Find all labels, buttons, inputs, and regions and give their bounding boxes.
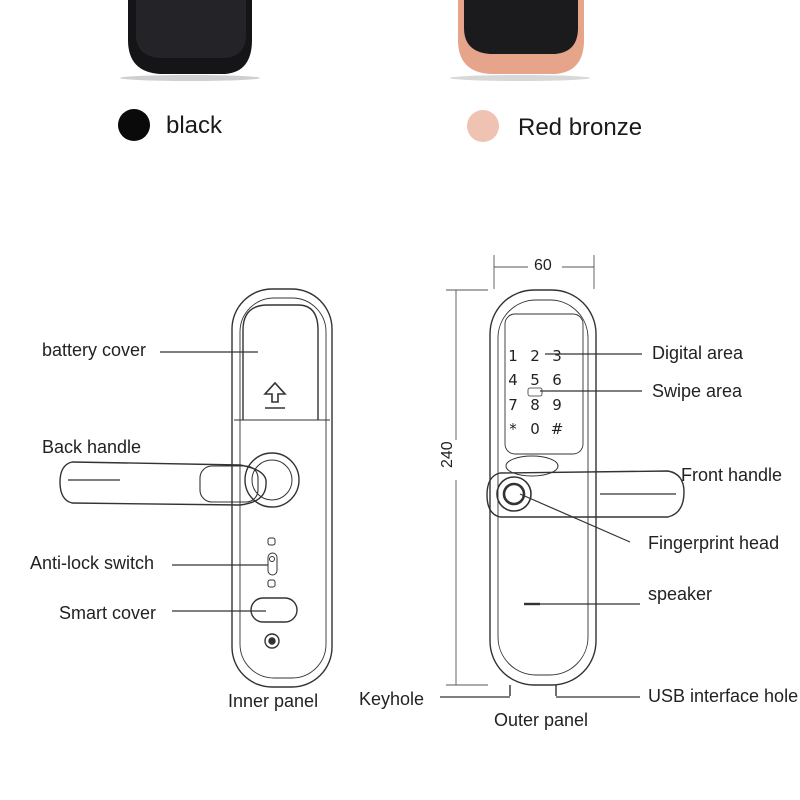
label-speaker: speaker: [648, 584, 713, 604]
up-arrow-icon: [263, 381, 287, 409]
key-6: 6: [552, 371, 562, 389]
fingerprint-head-icon: [496, 476, 532, 512]
key-4: 4: [508, 371, 518, 389]
keypad: 1 2 3 4 5 6 7 8 9 * 0 #: [508, 347, 563, 438]
keyhole-icon: [264, 633, 280, 649]
label-swipe-area: Swipe area: [652, 381, 743, 401]
outer-leader-lines: [440, 353, 676, 698]
label-usb-interface-hole: USB interface hole: [648, 686, 799, 706]
dimension-lines: [446, 255, 595, 686]
bronze-lock-preview: [450, 0, 590, 81]
dimension-height: 240: [439, 441, 456, 468]
anti-lock-switch-icon: [267, 537, 278, 588]
label-fingerprint-head: Fingerprint head: [648, 533, 780, 553]
label-back-handle: Back handle: [42, 437, 142, 457]
key-hash: #: [551, 420, 564, 438]
key-9: 9: [552, 396, 562, 414]
outer-panel-drawing: [486, 289, 685, 696]
label-battery-cover: battery cover: [42, 340, 147, 360]
label-smart-cover: Smart cover: [59, 603, 157, 623]
color-option-red-bronze: Red bronze: [518, 114, 643, 141]
key-0: 0: [530, 420, 540, 438]
label-inner-panel: Inner panel: [228, 691, 319, 711]
black-lock-preview: [120, 0, 260, 81]
key-8: 8: [530, 396, 540, 414]
key-5: 5: [530, 371, 540, 389]
color-option-black: black: [166, 112, 223, 139]
key-7: 7: [508, 396, 518, 414]
label-front-handle: Front handle: [681, 465, 783, 485]
black-swatch-icon: [118, 109, 150, 141]
dimension-width: 60: [534, 257, 552, 274]
key-star: *: [509, 420, 517, 438]
label-digital-area: Digital area: [652, 343, 744, 363]
smart-cover-icon: [250, 597, 298, 623]
inner-leader-lines: [68, 351, 268, 612]
swipe-area-icon: [527, 387, 543, 397]
key-2: 2: [530, 347, 540, 365]
inner-panel-drawing: [59, 288, 333, 688]
label-outer-panel: Outer panel: [494, 710, 589, 730]
key-1: 1: [508, 347, 518, 365]
key-3: 3: [552, 347, 562, 365]
label-anti-lock-switch: Anti-lock switch: [30, 553, 155, 573]
red-bronze-swatch-icon: [467, 110, 499, 142]
label-keyhole: Keyhole: [359, 689, 425, 709]
